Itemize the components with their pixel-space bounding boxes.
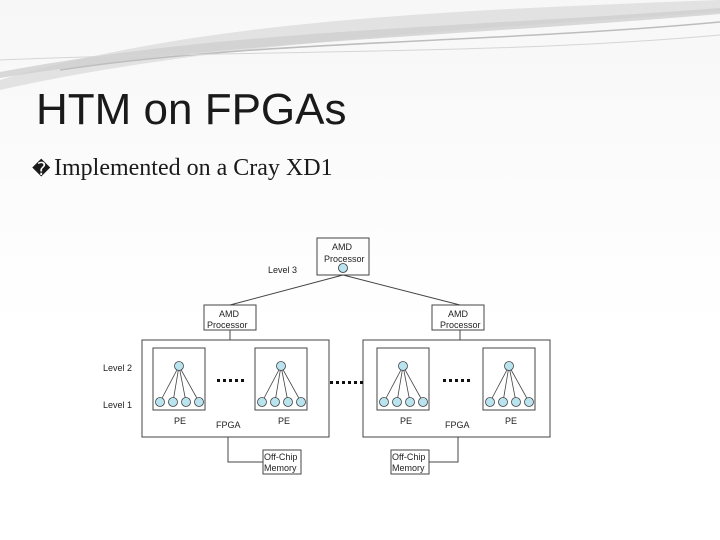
ellipsis-dots: [217, 379, 470, 384]
right-processor-label-2: Processor: [440, 320, 481, 330]
pe-tree-1: [155, 361, 204, 407]
memory-label-1b: Memory: [264, 463, 297, 473]
top-processor-label-2: Processor: [324, 254, 365, 264]
pe-label-3: PE: [400, 416, 412, 426]
memory-label-2a: Off-Chip: [392, 452, 425, 462]
pe-tree-3: [379, 361, 428, 407]
level-2-label: Level 2: [103, 363, 132, 373]
bullet-item: �Implemented on a Cray XD1: [32, 155, 333, 182]
slide-title: HTM on FPGAs: [36, 85, 347, 134]
pe-tree-4: [485, 361, 534, 407]
fpga-label-1: FPGA: [216, 420, 241, 430]
pe-label-4: PE: [505, 416, 517, 426]
bullet-text: Implemented on a Cray XD1: [54, 155, 333, 181]
top-processor-label-1: AMD: [332, 242, 353, 252]
right-processor-label-1: AMD: [448, 309, 469, 319]
memory-label-2b: Memory: [392, 463, 425, 473]
left-processor-label-2: Processor: [207, 320, 248, 330]
left-processor-label-1: AMD: [219, 309, 240, 319]
pe-tree-2: [257, 361, 306, 407]
level-3-label: Level 3: [268, 265, 297, 275]
memory-label-1a: Off-Chip: [264, 452, 297, 462]
header-swoosh-decoration: [0, 0, 720, 90]
bullet-marker: �: [32, 159, 51, 180]
level-1-label: Level 1: [103, 400, 132, 410]
fpga-label-2: FPGA: [445, 420, 470, 430]
pe-label-1: PE: [174, 416, 186, 426]
pe-label-2: PE: [278, 416, 290, 426]
